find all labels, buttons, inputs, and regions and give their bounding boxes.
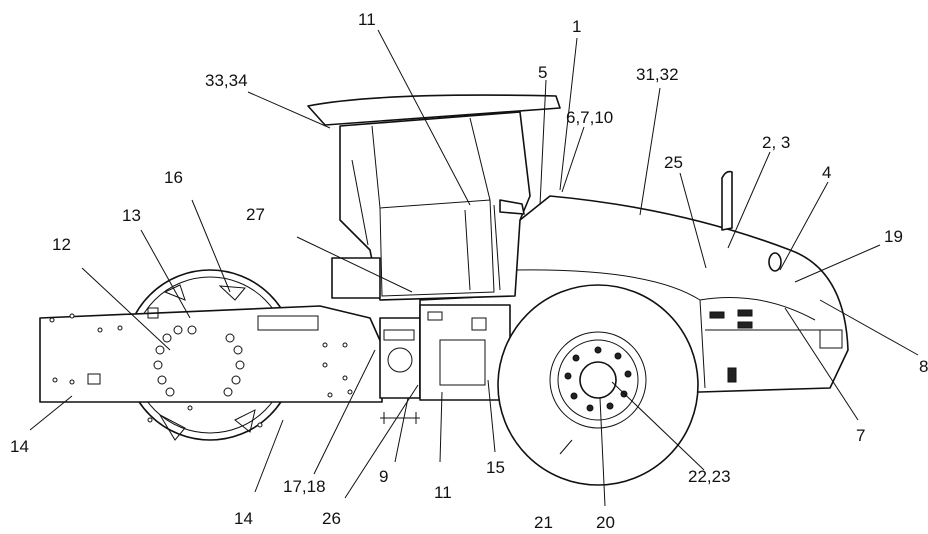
operator-cab (307, 94, 561, 301)
callout-15: 15 (486, 458, 505, 477)
callout-12: 12 (52, 235, 71, 254)
callout-2-3: 2, 3 (762, 133, 790, 152)
callout-7: 7 (856, 426, 865, 445)
callout-25: 25 (664, 153, 683, 172)
callout-8: 8 (919, 357, 928, 376)
callout-33-34: 33,34 (205, 71, 248, 90)
articulation-joint (379, 317, 421, 424)
leader-lines (29, 29, 919, 507)
callout-27: 27 (246, 205, 265, 224)
front-frame (39, 305, 383, 403)
callout-20: 20 (596, 513, 615, 532)
callout-1: 1 (572, 17, 581, 36)
callout-26: 26 (322, 509, 341, 528)
callout-14-bottom: 14 (234, 509, 253, 528)
callout-9: 9 (379, 467, 388, 486)
callout-21: 21 (534, 513, 553, 532)
callout-13: 13 (122, 206, 141, 225)
callout-11-bottom: 11 (434, 483, 452, 502)
callout-17-18: 17,18 (283, 477, 326, 496)
callout-31-32: 31,32 (636, 65, 679, 84)
callout-5: 5 (538, 63, 547, 82)
callout-11-top: 11 (358, 10, 376, 29)
step-box (419, 304, 511, 401)
callout-6-7-10: 6,7,10 (566, 108, 613, 127)
callout-22-23: 22,23 (688, 467, 731, 486)
callout-19: 19 (884, 227, 903, 246)
callout-4: 4 (822, 163, 831, 182)
callout-14-left: 14 (10, 437, 29, 456)
rear-wheel (497, 284, 699, 486)
callouts: 1 2, 3 4 5 6,7,10 7 8 9 11 11 12 13 14 1… (10, 10, 928, 532)
callout-16: 16 (164, 168, 183, 187)
